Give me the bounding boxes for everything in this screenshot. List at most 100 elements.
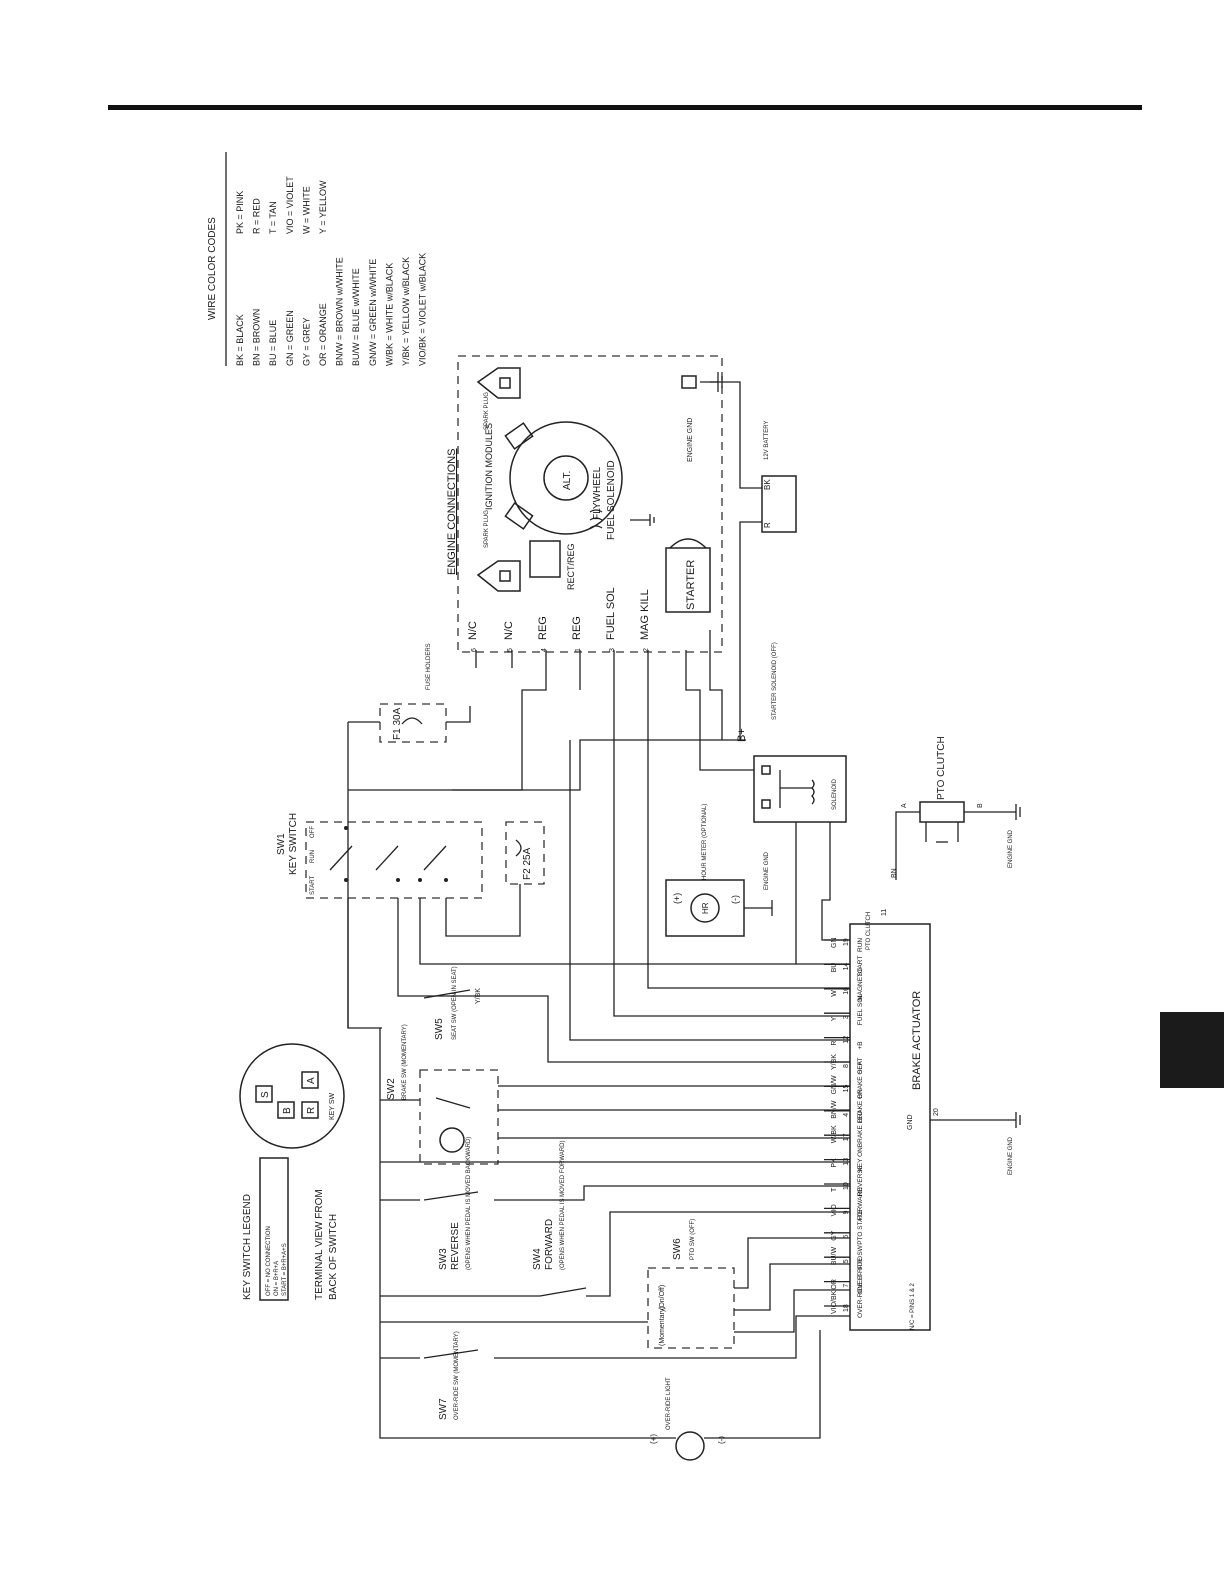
engine-pin-number: 4: [541, 648, 548, 652]
svg-text:SW3: SW3: [438, 1248, 449, 1270]
actuator-pin-number: 5: [843, 1259, 850, 1263]
svg-text:FUEL SOLENOID: FUEL SOLENOID: [606, 460, 617, 540]
actuator-pin-number: 4: [843, 1113, 850, 1117]
actuator-pin-label: OVER-RIDE LT: [857, 1273, 864, 1318]
actuator-pin-color: W/BK: [831, 1125, 838, 1143]
switch-sw7: SW7 OVER-RIDE SW (MOMENTARY): [438, 1331, 460, 1420]
key-terminal-label: S: [260, 1091, 271, 1098]
svg-text:KEY SWITCH LEGEND: KEY SWITCH LEGEND: [242, 1194, 253, 1300]
actuator-pin-number: 7: [843, 1284, 850, 1288]
key-terminal-label: B: [282, 1107, 293, 1114]
fuse-f2-label: F2 25A: [522, 847, 533, 880]
svg-text:RECT/REG: RECT/REG: [566, 543, 576, 590]
svg-text:SW6: SW6: [672, 1238, 683, 1260]
svg-text:Y/BK: Y/BK: [475, 988, 482, 1004]
engine-connections-title: ENGINE CONNECTIONS: [446, 448, 458, 575]
flywheel-label: FLYWHEEL: [592, 466, 603, 520]
svg-text:SPARK PLUG: SPARK PLUG: [484, 510, 490, 548]
switch-sw6: SW6 PTO SW (OFF) (On/Off) (Momentary): [647, 1219, 735, 1349]
svg-text:R: R: [763, 522, 772, 528]
switch-sw2: SW2 BRAKE SW (MOMENTARY): [386, 1024, 499, 1165]
svg-text:BACK OF SWITCH: BACK OF SWITCH: [328, 1214, 339, 1300]
wire-code-entry: Y = YELLOW: [318, 180, 328, 234]
actuator-pin-color: GN/W: [831, 1075, 838, 1094]
svg-text:HR: HR: [701, 902, 710, 914]
actuator-pin-color: BU: [831, 963, 838, 973]
svg-text:HOUR METER (OPTIONAL): HOUR METER (OPTIONAL): [702, 804, 708, 880]
wire-codes-title: WIRE COLOR CODES: [207, 217, 218, 320]
svg-text:FUSE HOLDERS: FUSE HOLDERS: [426, 643, 432, 690]
flywheel-assembly: ALT. FLYWHEEL IGNITION MODULES: [484, 421, 623, 535]
actuator-pin-color: GN: [831, 938, 838, 949]
svg-text:(-): (-): [717, 1436, 726, 1444]
engine-pin-label: REG: [571, 616, 583, 640]
svg-text:20: 20: [933, 1108, 940, 1116]
svg-text:PTO CLUTCH: PTO CLUTCH: [866, 912, 872, 950]
svg-text:SOLENOID: SOLENOID: [832, 778, 838, 810]
actuator-pin-label: BRAKE ON: [857, 1089, 864, 1123]
svg-text:(-): (-): [730, 895, 740, 904]
wire-code-entry: W = WHITE: [301, 186, 311, 234]
svg-text:RUN: RUN: [310, 850, 316, 863]
actuator-pin-label: MAGNETO: [857, 968, 864, 1001]
alt-label: ALT.: [562, 471, 573, 490]
wire-code-entry: GY = GREY: [301, 317, 311, 366]
wire-code-entry: Y/BK = YELLOW w/BLACK: [401, 257, 411, 366]
wire-code-entry: BU = BLUE: [268, 320, 278, 366]
actuator-pin-color: W: [831, 990, 838, 997]
key-legend-entry: ON = B+R+A: [274, 1261, 280, 1296]
key-terminal-box: [301, 1101, 319, 1119]
svg-text:SW5: SW5: [434, 1018, 445, 1040]
fuse-holders: FUSE HOLDERS F1 30A F2 25A: [379, 643, 545, 885]
wire-code-entry: R = RED: [252, 198, 262, 234]
svg-text:(OPENS WHEN PEDAL IS MOVED FOR: (OPENS WHEN PEDAL IS MOVED FORWARD): [560, 1141, 566, 1270]
svg-text:(+): (+): [649, 1434, 658, 1444]
wire-code-entry: W/BK = WHITE w/BLACK: [384, 263, 394, 366]
svg-text:ENGINE GND: ENGINE GND: [687, 418, 694, 462]
actuator-pin-color: OR: [831, 1279, 838, 1290]
svg-text:B+: B+: [736, 728, 748, 742]
wire-code-entry: BK = BLACK: [235, 314, 245, 366]
wire-code-entry: PK = PINK: [235, 191, 245, 234]
wire-code-entry: BN/W = BROWN w/WHITE: [335, 257, 345, 366]
key-terminal-box: [255, 1085, 273, 1103]
actuator-pin-color: BU/W: [831, 1247, 838, 1266]
rect-reg: RECT/REG: [529, 540, 576, 590]
actuator-pin-number: 14: [843, 963, 850, 971]
svg-text:(+): (+): [672, 893, 682, 904]
engine-pin-number: 3: [609, 648, 616, 652]
actuator-pin-number: 17: [843, 1133, 850, 1141]
wire-code-entry: VIO = VIOLET: [285, 176, 295, 234]
engine-ground: ENGINE GND: [681, 372, 723, 462]
engine-pin-label: MAG KILL: [639, 589, 651, 640]
actuator-pin-number: 18: [843, 1304, 850, 1312]
actuator-pin-label: OVER-RIDE SW: [857, 1244, 864, 1293]
svg-text:START: START: [310, 876, 316, 895]
actuator-pin-label: FORWARD: [857, 1187, 864, 1221]
battery: 12V BATTERY BK R: [710, 381, 797, 740]
actuator-pin-number: 15: [843, 1085, 850, 1093]
actuator-pin-label: REVERSE: [857, 1164, 864, 1196]
actuator-pin-label: SEAT: [857, 1057, 864, 1074]
actuator-pin-color: PK: [831, 1158, 838, 1168]
svg-text:SW1: SW1: [276, 833, 287, 855]
actuator-pin-label: PTO STATE: [857, 1209, 864, 1245]
svg-text:PTO CLUTCH: PTO CLUTCH: [936, 736, 947, 800]
actuator-pin-label: BRAKE LED: [857, 1110, 864, 1147]
svg-text:SW7: SW7: [438, 1398, 449, 1420]
fuse-f1-label: F1 30A: [392, 707, 403, 740]
svg-text:BRAKE SW (MOMENTARY): BRAKE SW (MOMENTARY): [402, 1024, 408, 1100]
fuel-solenoid: FUEL SOLENOID: [589, 460, 655, 540]
key-legend-entry: START = B+R+A+S: [282, 1243, 288, 1296]
svg-text:GND: GND: [907, 1114, 914, 1130]
actuator-pin-color: T: [831, 1187, 838, 1192]
wire-code-entry: VIO/BK = VIOLET w/BLACK: [418, 253, 428, 366]
actuator-pin-label: KEY ON: [857, 1147, 864, 1172]
engine-pin-label: FUEL SOL: [605, 587, 617, 640]
actuator-pin-color: Y: [831, 1016, 838, 1021]
svg-text:OVER-RIDE SW (MOMENTARY): OVER-RIDE SW (MOMENTARY): [454, 1331, 460, 1420]
svg-text:N/C = PINS 1 & 2: N/C = PINS 1 & 2: [910, 1282, 916, 1330]
wire-code-entry: T = TAN: [268, 201, 278, 234]
